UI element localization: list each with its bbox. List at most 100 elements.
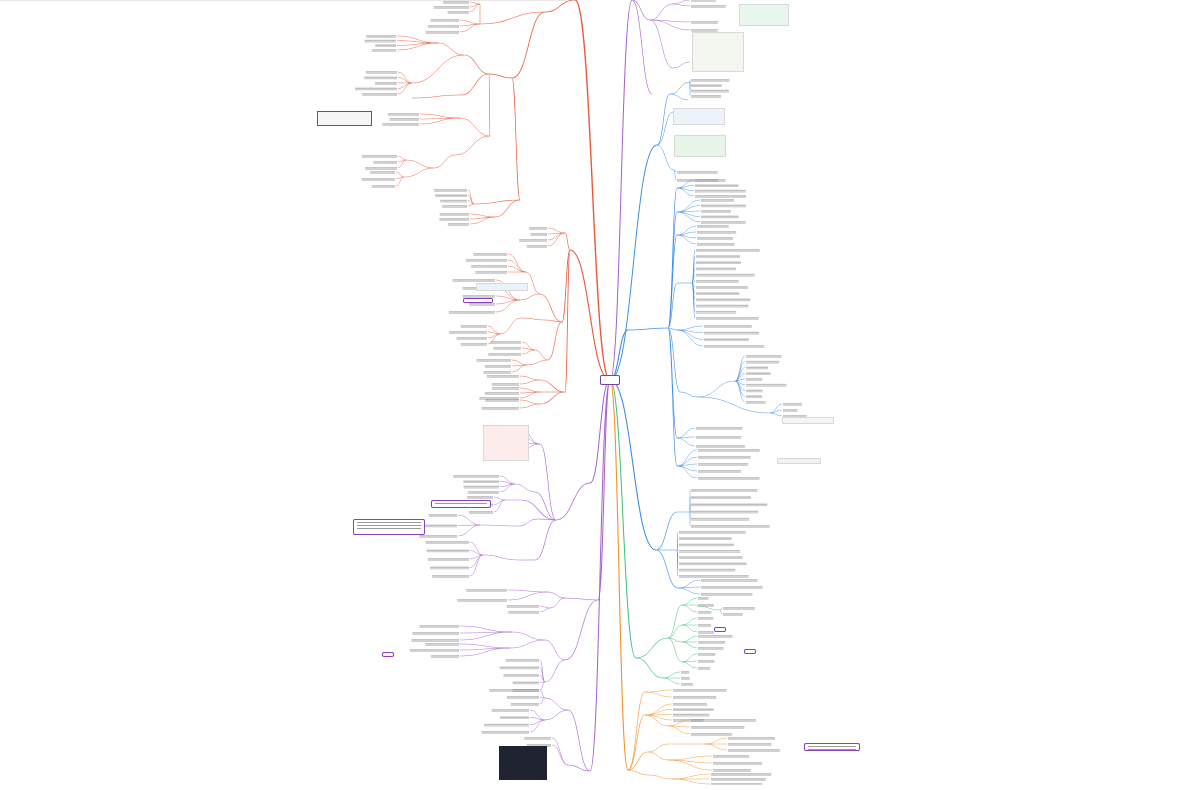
node-label[interactable] [701,586,763,588]
node-label[interactable] [362,155,397,157]
node-label[interactable] [696,292,739,294]
node-label[interactable] [698,647,724,649]
node-label[interactable] [673,708,714,710]
node-label[interactable] [698,624,711,626]
node-label[interactable] [681,677,690,679]
node-label[interactable] [679,531,746,533]
node-label[interactable] [482,407,519,409]
node-label[interactable] [696,268,736,270]
node-label[interactable] [464,486,499,488]
node-label[interactable] [698,449,760,451]
node-label[interactable] [511,703,539,705]
node-label[interactable] [691,90,729,92]
node-label[interactable] [375,44,396,46]
node-label[interactable] [440,200,467,202]
node-label[interactable] [463,480,499,482]
node-label[interactable] [679,544,734,546]
node-label[interactable] [373,161,397,163]
node-label[interactable] [696,305,748,307]
node-label[interactable] [696,249,760,251]
node-label[interactable] [701,593,752,595]
node-label[interactable] [704,332,759,334]
node-label[interactable] [696,255,740,257]
node-label[interactable] [728,749,780,751]
node-label[interactable] [431,655,459,657]
node-label[interactable] [696,436,741,438]
root-node[interactable] [600,375,620,385]
node-label[interactable] [679,556,743,558]
node-label[interactable] [698,456,751,458]
node-label[interactable] [679,537,731,539]
node-label[interactable] [527,245,547,247]
node-label[interactable] [411,639,459,641]
node-label[interactable] [453,475,499,477]
node-label[interactable] [431,19,459,21]
node-label[interactable] [691,504,767,506]
node-label[interactable] [485,365,511,367]
node-label[interactable] [691,95,721,97]
node-label[interactable] [691,511,758,513]
node-label[interactable] [366,35,396,37]
node-label[interactable] [698,470,741,472]
node-label[interactable] [492,387,519,389]
node-label[interactable] [372,185,395,187]
node-label[interactable] [487,375,519,377]
node-label[interactable] [691,0,716,1]
node-label[interactable] [475,271,507,273]
node-label[interactable] [698,653,715,655]
node-label[interactable] [711,783,762,785]
node-label[interactable] [746,372,771,374]
node-label[interactable] [704,325,752,327]
node-label[interactable] [479,397,519,399]
node-label[interactable] [439,218,469,220]
node-label[interactable] [691,518,749,520]
node-label[interactable] [413,632,459,634]
node-label[interactable] [531,233,547,235]
node-label[interactable] [746,395,762,397]
node-label[interactable] [746,367,768,369]
node-label[interactable] [471,265,507,267]
node-label[interactable] [492,709,529,711]
node-label[interactable] [426,541,469,543]
node-label[interactable] [691,29,718,31]
node-label[interactable] [679,563,746,565]
node-label[interactable] [355,88,397,90]
node-label[interactable] [452,279,495,281]
node-label[interactable] [506,659,539,661]
node-label[interactable] [425,643,459,645]
node-label[interactable] [695,195,746,197]
node-label[interactable] [483,371,511,373]
node-label[interactable] [461,343,487,345]
node-label[interactable] [500,667,539,669]
node-label[interactable] [500,716,529,718]
callout-box[interactable] [714,627,726,632]
node-label[interactable] [410,649,459,651]
node-label[interactable] [696,445,745,447]
node-label[interactable] [696,274,755,276]
node-label[interactable] [507,605,539,607]
node-label[interactable] [677,171,718,173]
node-label[interactable] [370,171,395,173]
node-label[interactable] [513,682,539,684]
node-label[interactable] [429,514,457,516]
node-label[interactable] [485,392,519,394]
node-label[interactable] [467,496,493,498]
node-label[interactable] [701,221,746,223]
node-label[interactable] [691,5,726,7]
node-label[interactable] [421,525,457,527]
node-label[interactable] [679,569,735,571]
node-label[interactable] [673,703,707,705]
node-label[interactable] [701,579,758,581]
node-label[interactable] [711,773,771,775]
node-label[interactable] [448,223,469,225]
callout-box[interactable] [353,519,425,535]
node-label[interactable] [461,325,487,327]
node-label[interactable] [519,239,547,241]
node-label[interactable] [442,205,467,207]
node-label[interactable] [507,696,539,698]
node-label[interactable] [695,184,738,186]
node-label[interactable] [701,210,731,212]
node-label[interactable] [696,311,736,313]
callout-box[interactable] [382,652,394,657]
node-label[interactable] [746,361,779,363]
